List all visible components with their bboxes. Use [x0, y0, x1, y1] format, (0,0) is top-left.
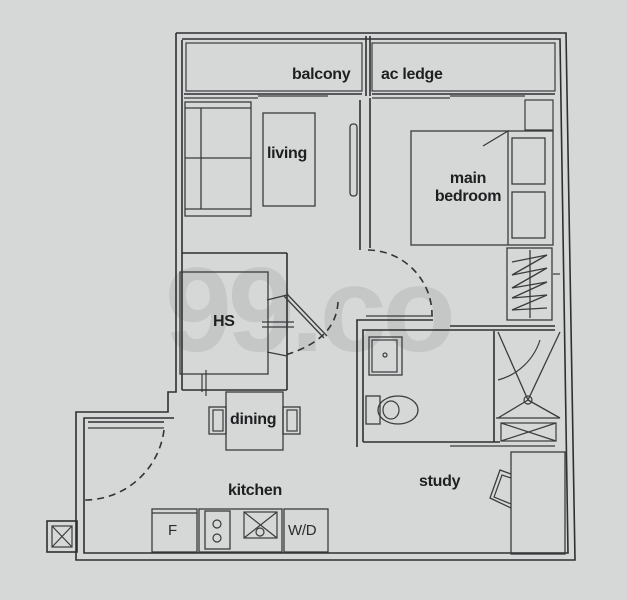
living-label: living [267, 145, 307, 162]
living-room [182, 100, 361, 254]
bedroom-door [366, 249, 433, 321]
household-shelter [179, 253, 339, 396]
balcony-area [184, 36, 556, 99]
washer-dryer-label: W/D [288, 522, 317, 539]
watermark: 99.co [165, 243, 456, 377]
main-bedroom [369, 98, 560, 321]
hs-label: HS [213, 313, 235, 330]
dining-label: dining [230, 411, 277, 428]
ac-ledge-label: ac ledge [381, 66, 443, 83]
fridge-label: F [168, 522, 177, 539]
main-bedroom-label-line1: main [449, 170, 487, 187]
study-label: study [419, 473, 461, 490]
main-bedroom-label: main bedroom [428, 170, 508, 206]
study-room [489, 451, 566, 555]
balcony-label: balcony [292, 66, 351, 83]
kitchen-label: kitchen [228, 482, 282, 499]
bathroom [356, 319, 561, 447]
outer-walls [75, 32, 576, 561]
main-bedroom-label-line2: bedroom [434, 188, 502, 205]
kitchen-area [46, 421, 329, 553]
dining-area [208, 391, 301, 451]
